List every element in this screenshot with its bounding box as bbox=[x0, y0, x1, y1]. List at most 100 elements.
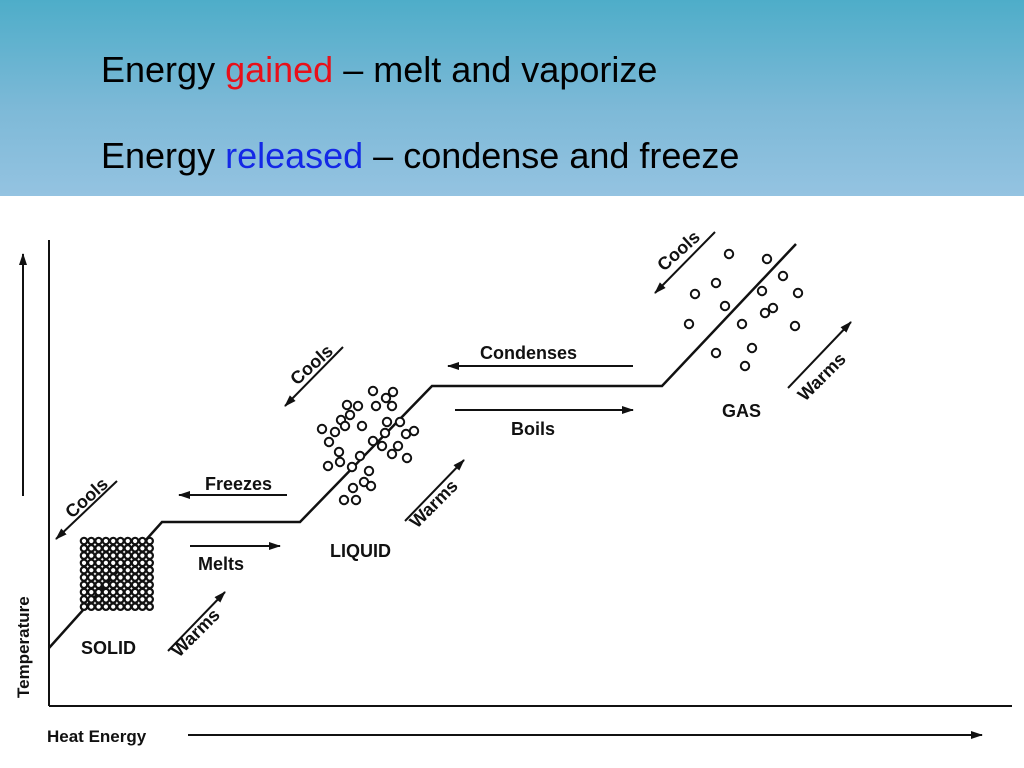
particle bbox=[386, 448, 398, 460]
particle bbox=[344, 409, 356, 421]
particle bbox=[710, 277, 722, 289]
particle bbox=[322, 460, 334, 472]
particle bbox=[101, 580, 111, 590]
particle bbox=[138, 565, 147, 575]
particle bbox=[381, 416, 393, 428]
transition-label-melts: Melts bbox=[198, 554, 244, 574]
particle bbox=[145, 602, 155, 612]
state-label-solid: SOLID bbox=[81, 638, 136, 658]
highlight-released: released bbox=[225, 135, 364, 176]
particle bbox=[87, 565, 96, 575]
particle bbox=[130, 573, 140, 582]
particle bbox=[116, 595, 125, 604]
particle bbox=[94, 543, 103, 553]
particle bbox=[145, 565, 155, 575]
liquid-particles bbox=[316, 385, 420, 506]
particle bbox=[87, 587, 96, 597]
slope-label-warms-gas: Warms bbox=[794, 349, 850, 405]
particle bbox=[116, 536, 125, 546]
particle bbox=[87, 595, 96, 604]
particle bbox=[123, 536, 133, 546]
gas-particles bbox=[683, 248, 804, 372]
headline-suffix: – melt and vaporize bbox=[333, 49, 658, 90]
particle bbox=[87, 558, 96, 568]
particle bbox=[394, 416, 406, 428]
particle bbox=[145, 573, 155, 582]
particle bbox=[138, 543, 147, 553]
particle bbox=[739, 360, 751, 372]
particle bbox=[101, 587, 111, 597]
particle bbox=[116, 558, 125, 568]
particle bbox=[116, 580, 125, 590]
particle bbox=[145, 543, 155, 553]
particle bbox=[130, 580, 140, 590]
particle bbox=[101, 536, 111, 546]
particle bbox=[346, 461, 358, 473]
particle bbox=[316, 423, 328, 435]
particle bbox=[101, 558, 111, 568]
particle bbox=[138, 536, 147, 546]
cools-arrow-solid bbox=[55, 480, 118, 540]
particle bbox=[347, 482, 359, 494]
particle bbox=[352, 400, 364, 412]
particle bbox=[123, 602, 133, 612]
particle bbox=[101, 551, 111, 560]
particle bbox=[108, 558, 118, 568]
particle bbox=[777, 270, 789, 282]
particle bbox=[323, 436, 335, 448]
transition-label-boils: Boils bbox=[511, 419, 555, 439]
particle bbox=[370, 400, 382, 412]
particle bbox=[123, 595, 133, 604]
particle bbox=[138, 558, 147, 568]
particle bbox=[130, 551, 140, 560]
particle bbox=[108, 551, 118, 560]
particle bbox=[116, 573, 125, 582]
particle bbox=[145, 536, 155, 546]
particle bbox=[79, 587, 89, 597]
particle bbox=[363, 465, 375, 477]
particle bbox=[94, 573, 103, 582]
particle bbox=[719, 300, 731, 312]
particle bbox=[79, 580, 89, 590]
headline-energy-gained: Energy gained – melt and vaporize bbox=[101, 52, 657, 88]
particle bbox=[333, 446, 345, 458]
particle bbox=[87, 573, 96, 582]
transition-label-freezes: Freezes bbox=[205, 474, 272, 494]
particle bbox=[94, 565, 103, 575]
particle bbox=[138, 595, 147, 604]
particle bbox=[116, 551, 125, 560]
headline-suffix: – condense and freeze bbox=[363, 135, 740, 176]
particle bbox=[79, 536, 89, 546]
axis-label-temperature: Temperature bbox=[14, 596, 33, 698]
particle bbox=[130, 565, 140, 575]
slope-label-warms-liquid: Warms bbox=[406, 476, 462, 532]
phase-change-diagram: Temperature Heat Energy SOLID LIQUID GAS… bbox=[14, 227, 1012, 746]
particle bbox=[94, 536, 103, 546]
particle bbox=[386, 400, 398, 412]
particle bbox=[759, 307, 771, 319]
particle bbox=[387, 386, 399, 398]
particle bbox=[138, 551, 147, 560]
slope-label-cools-solid: Cools bbox=[61, 474, 112, 522]
particle bbox=[116, 602, 125, 612]
warms-arrow-gas bbox=[787, 321, 852, 389]
particle bbox=[94, 587, 103, 597]
particle bbox=[87, 551, 96, 560]
state-label-liquid: LIQUID bbox=[330, 541, 391, 561]
particle bbox=[108, 536, 118, 546]
particle bbox=[123, 565, 133, 575]
particle bbox=[367, 385, 379, 397]
state-label-gas: GAS bbox=[722, 401, 761, 421]
particle bbox=[138, 587, 147, 597]
particle bbox=[334, 456, 346, 468]
particle bbox=[87, 602, 96, 612]
solid-particles bbox=[79, 536, 155, 612]
particle bbox=[138, 573, 147, 582]
particle bbox=[94, 602, 103, 612]
particle bbox=[689, 288, 701, 300]
particle bbox=[101, 573, 111, 582]
particle bbox=[94, 580, 103, 590]
particle bbox=[339, 420, 351, 432]
particle bbox=[145, 558, 155, 568]
particle bbox=[108, 573, 118, 582]
